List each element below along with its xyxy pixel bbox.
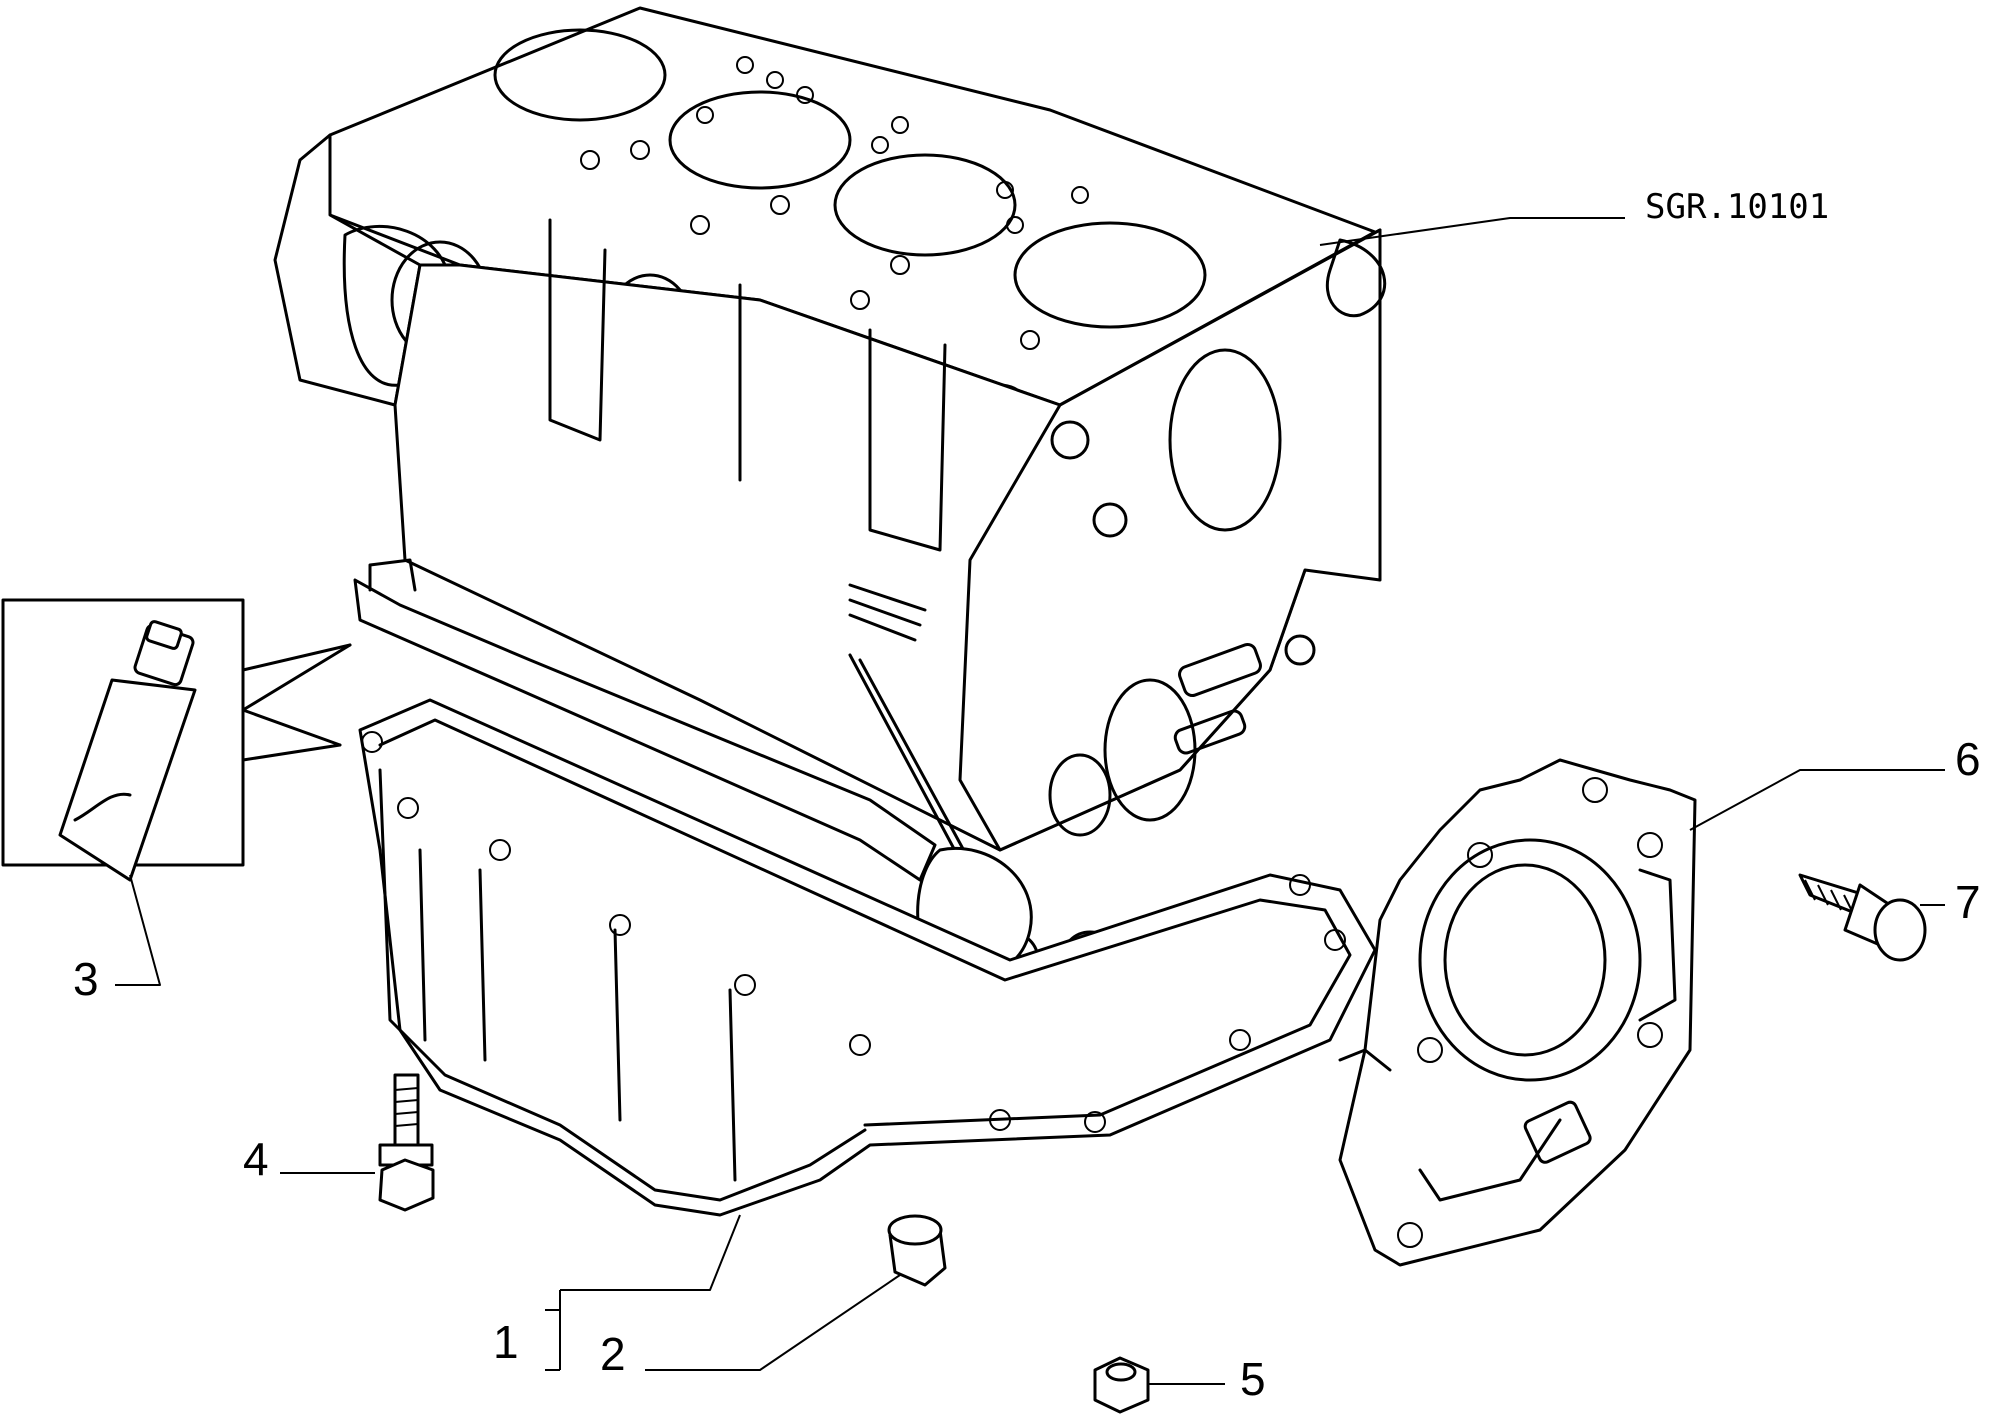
callout-1: 1 [493, 1316, 519, 1368]
plug-2 [887, 1214, 947, 1287]
callout-3: 3 [73, 953, 99, 1005]
leader-6 [1689, 769, 1945, 831]
leader-lines [115, 217, 1945, 1385]
bolt-7 [1798, 873, 1927, 962]
engine-block [273, 6, 1387, 990]
callout-4: 4 [243, 1133, 269, 1185]
leader-1 [545, 1214, 741, 1371]
leader-3 [115, 874, 161, 986]
stud-4 [378, 1073, 435, 1212]
callout-2: 2 [600, 1328, 626, 1380]
nut-5 [1093, 1356, 1150, 1414]
callout-6: 6 [1955, 733, 1981, 785]
leader-2 [645, 1274, 901, 1371]
sealant-tube-inset [1, 598, 352, 882]
reference-code-label: SGR.10101 [1645, 187, 1829, 227]
leader-reference [1319, 217, 1625, 246]
sealant-tube [58, 620, 197, 882]
callout-7: 7 [1955, 876, 1981, 928]
oil-pan [358, 698, 1377, 1217]
rear-seal-cover [1338, 758, 1697, 1267]
callout-5: 5 [1240, 1353, 1266, 1405]
